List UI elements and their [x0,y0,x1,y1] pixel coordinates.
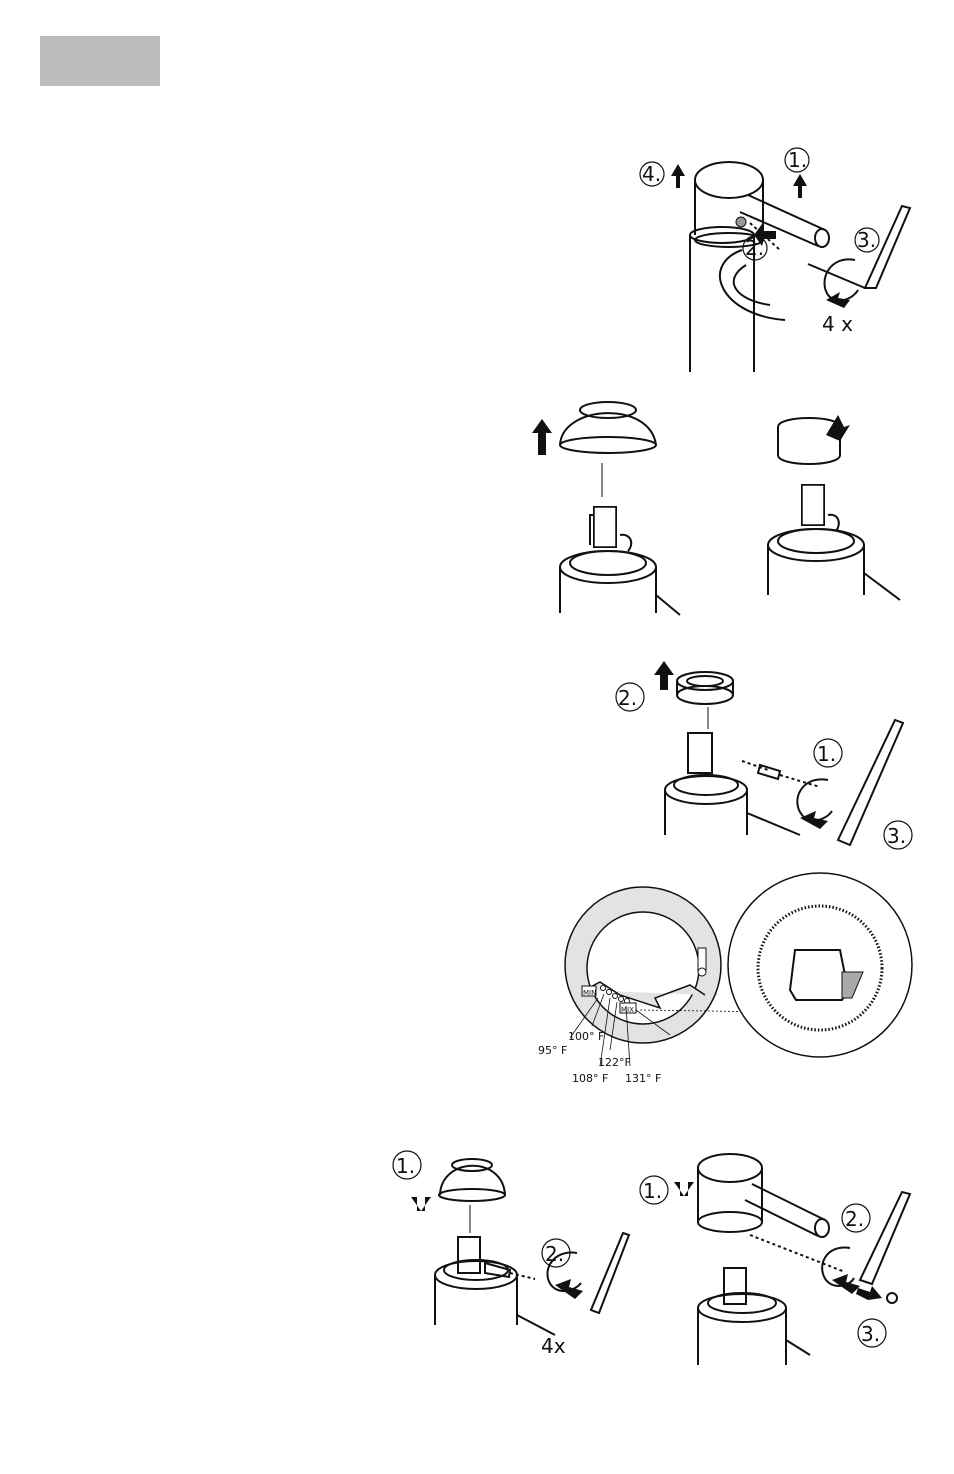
rotate-arrow-icon [555,1279,583,1299]
min-label: MIN [583,989,596,997]
step-1-label: 1. [643,1179,662,1203]
arrow-down-icon [411,1197,431,1211]
mix-label: MIX [621,1006,634,1014]
step-1-label: 1. [788,148,807,172]
rotate-arrow-icon [832,1274,860,1294]
arrow-up-icon [532,419,552,455]
step-3-label: 3. [887,824,906,848]
arrow-up-icon [793,174,807,198]
step-2-label: 2. [545,1242,564,1266]
step-1-label: 1. [396,1154,415,1178]
rotate-arrow-icon [800,811,828,829]
repeat-label: 4x [541,1334,566,1358]
arrow-up-icon [671,164,685,188]
step-2-label: 2. [745,236,764,260]
figure-reinstall-cap: 1. 2. 4x [385,1145,635,1365]
figure-reinstall-handle: 1. 2. 3. [640,1140,930,1365]
step-1-label: 1. [817,742,836,766]
step-3-label: 3. [857,228,876,252]
arrow-up-icon [654,661,674,690]
header-tab [40,36,160,86]
figure-remove-cap [520,385,920,635]
figure-remove-handle: 4. 1. 2. 3. 4 x [630,140,930,380]
arrow-right-icon [856,1286,882,1300]
step-3-label: 3. [861,1322,880,1346]
temp-122-label: 122°F [598,1056,631,1069]
temp-131-label: 131° F [625,1072,661,1085]
arrow-down-icon [674,1182,694,1196]
temp-108-label: 108° F [572,1072,608,1085]
temp-100-label: 100° F [568,1030,604,1043]
step-2-label: 2. [845,1207,864,1231]
figure-temperature-dial: MIN MIX 95° F 100° F 108° F 122°F 131° F [530,870,920,1095]
step-4-label: 4. [642,162,661,186]
repeat-label: 4 x [822,312,853,336]
temp-95-label: 95° F [538,1044,567,1057]
step-2-label: 2. [618,686,637,710]
figure-remove-stop-ring: 2. 1. 3. [610,655,930,855]
rotate-arrow-icon [826,415,850,441]
rotate-arrow-icon [826,292,850,308]
